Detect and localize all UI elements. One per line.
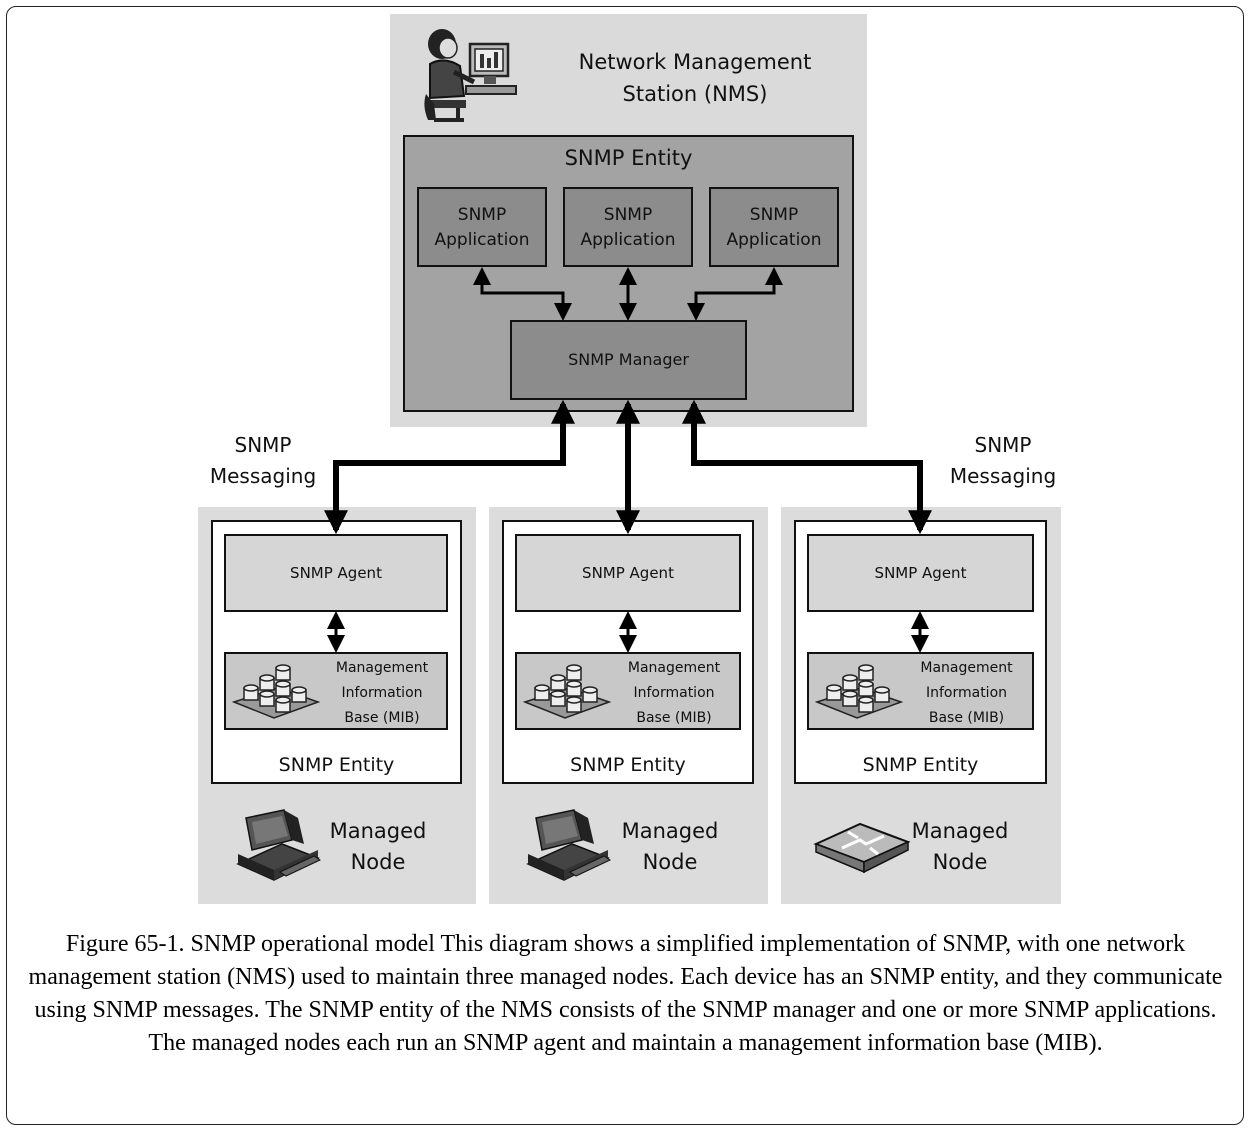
node-2-mib (515, 652, 741, 730)
snmp-manager (510, 320, 747, 400)
snmp-application-2 (563, 187, 693, 267)
node-3-agent-label: SNMP Agent (874, 564, 967, 582)
desktop-computer-icon (526, 809, 612, 881)
figure-frame (6, 6, 1244, 1125)
node-2-snmp-agent (515, 534, 741, 612)
database-stack-icon (522, 664, 611, 719)
router-icon (813, 822, 911, 874)
snmp-manager-label: SNMP Manager (568, 350, 689, 369)
snmp-application-3 (709, 187, 839, 267)
nms-title: Network Management Station (NMS) (578, 50, 812, 106)
node-2-entity-label: SNMP Entity (570, 754, 686, 776)
nms-entity-label: SNMP Entity (564, 146, 693, 170)
desktop-computer-icon (236, 809, 322, 881)
node-2-agent-label: SNMP Agent (582, 564, 674, 582)
snmp-application-1 (417, 187, 547, 267)
node-3-mib (807, 652, 1034, 730)
node-1-agent-label: SNMP Agent (290, 564, 382, 582)
node-1-snmp-agent (224, 534, 448, 612)
node-3-entity-label: SNMP Entity (862, 754, 979, 776)
database-stack-icon (231, 664, 320, 719)
database-stack-icon (814, 664, 903, 719)
figure-caption: Figure 65-1. SNMP operational model This… (28, 931, 1223, 1056)
node-1-entity-label: SNMP Entity (278, 754, 395, 776)
node-3-snmp-agent (807, 534, 1034, 612)
node-1-mib (224, 652, 448, 730)
person-at-computer-icon (424, 29, 517, 122)
